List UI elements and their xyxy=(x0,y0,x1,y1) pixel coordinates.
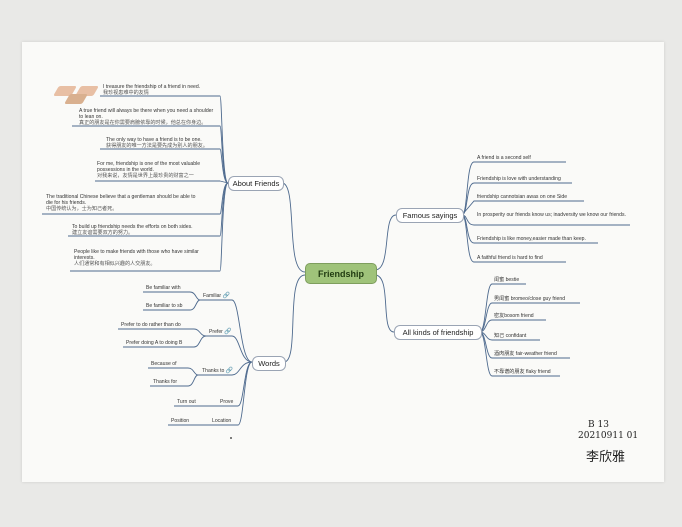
central-topic[interactable]: Friendship xyxy=(305,263,377,284)
about-item: A true friend will always be there when … xyxy=(79,108,214,126)
kind-item: 酒肉朋友 fair-weather friend xyxy=(494,351,557,357)
branch-words[interactable]: Words xyxy=(252,356,286,371)
about-item: The traditional Chinese believe that a g… xyxy=(46,194,196,212)
word-label-thanks: Thanks to 🔗 xyxy=(202,368,234,374)
about-item: To build up friendship needs the efforts… xyxy=(72,224,193,236)
famous-saying: friendship cannotsian awas on one Side xyxy=(477,194,568,200)
link-icon[interactable]: 🔗 xyxy=(224,329,232,335)
word-item: Thanks for xyxy=(153,379,178,385)
word-item: Position xyxy=(171,418,190,424)
word-label-prefer: Prefer 🔗 xyxy=(209,329,232,335)
link-icon[interactable]: 🔗 xyxy=(222,293,231,299)
famous-saying: Friendship is like money,easier made tha… xyxy=(477,236,586,242)
about-item: People like to make friends with those w… xyxy=(74,249,199,267)
famous-saying: A faithful friend is hard to find xyxy=(477,255,543,261)
kind-item: 闺蜜 bestie xyxy=(494,277,520,283)
word-label-location: Location xyxy=(212,418,232,424)
word-item: Be familiar to sb xyxy=(146,303,183,309)
signature-class: B 13 xyxy=(588,420,609,430)
word-item: Because of xyxy=(151,361,177,367)
branch-about-friends[interactable]: About Friends xyxy=(228,176,284,191)
word-item: Turn out xyxy=(177,399,196,405)
word-item: Prefer doing A to doing B xyxy=(126,340,183,346)
signature-name: 李欣雅 xyxy=(586,450,626,465)
word-item: Be familiar with xyxy=(146,285,181,291)
branch-kinds-of-friendship[interactable]: All kinds of friendship xyxy=(394,325,482,340)
famous-saying: Friendship is love with understanding xyxy=(477,176,561,182)
word-item: Prefer to do rather than do xyxy=(121,322,181,328)
dot-mark xyxy=(230,437,232,439)
about-item: For me, friendship is one of the most va… xyxy=(97,161,201,179)
link-icon[interactable]: 🔗 xyxy=(225,368,234,374)
about-item: I treasure the friendship of a friend in… xyxy=(103,84,201,96)
kind-item: 知己 confidant xyxy=(494,333,527,339)
famous-saying: A friend is a second self xyxy=(477,155,531,161)
word-label-prove: Prove xyxy=(220,399,234,405)
word-label-familiar: Familiar 🔗 xyxy=(203,293,231,299)
kind-item: 密友bosom friend xyxy=(494,313,534,319)
branch-famous-sayings[interactable]: Famous sayings xyxy=(396,208,464,223)
kind-item: 男闺蜜 bromeo/close guy friend xyxy=(494,296,566,302)
kind-item: 不靠谱的朋友 flaky friend xyxy=(494,369,551,375)
about-item: The only way to have a friend is to be o… xyxy=(106,137,208,149)
famous-saying: In prosperity our friends know us; inadv… xyxy=(477,212,626,218)
signature-date: 20210911 01 xyxy=(578,431,639,441)
